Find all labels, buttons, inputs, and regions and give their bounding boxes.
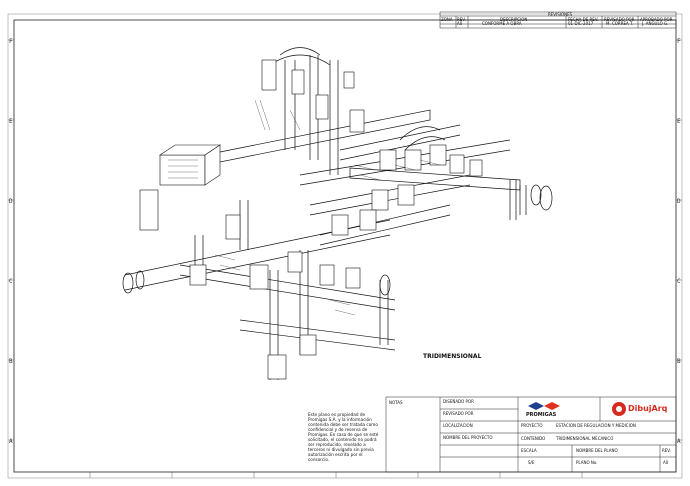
revisions-title: REVISIONES — [548, 12, 573, 17]
zone-label-a: A — [9, 438, 13, 445]
tb-rev-label: REV. — [662, 448, 671, 453]
rev-header-descripcion: DESCRIPCION — [500, 17, 528, 22]
rev-header-revisado: REVISADO POR — [604, 17, 635, 22]
tb-content-value: TRIDIMENSIONAL MECANICO — [556, 436, 614, 441]
tb-field-location: LOCALIZACION — [443, 423, 473, 428]
rev-row-rev: A0 — [457, 21, 463, 26]
rev-header-aprobado: APROBADO POR — [640, 17, 673, 22]
view-label: TRIDIMENSIONAL — [423, 353, 482, 360]
confidentiality-note: Este plano es propiedad de Promigas S.A.… — [308, 412, 379, 462]
zone-label-a-right: A — [677, 438, 681, 445]
tb-scale-value: S/E — [528, 460, 535, 465]
tb-sheet-label: NOMBRE DEL PLANO — [576, 448, 618, 453]
rev-row-fecha: 01-DIC-2017 — [568, 21, 594, 26]
tb-rev-value: A0 — [663, 460, 669, 465]
promigas-logo: PROMIGAS — [524, 400, 564, 420]
zone-label-d-right: D — [677, 198, 681, 205]
promigas-wordmark: PROMIGAS — [526, 412, 557, 418]
tb-field-project-name: NOMBRE DEL PROYECTO — [443, 435, 493, 440]
zone-label-b-right: B — [677, 358, 681, 365]
zone-label-c: C — [9, 278, 13, 285]
notes-label: NOTAS — [389, 400, 403, 405]
zone-label-f-right: F — [677, 38, 681, 45]
rev-row-aprobado: J. ANGULO G. — [642, 21, 669, 26]
tb-project-label: PROYECTO — [521, 423, 543, 428]
tb-field-reviewed: REVISADO POR — [443, 411, 474, 416]
tb-scale-label: ESCALA — [521, 448, 537, 453]
zone-label-e-right: E — [677, 118, 681, 125]
tb-project-value: ESTACION DE REGULACION Y MEDICION — [556, 423, 636, 428]
rev-row-revisado: M. CORREA T. — [606, 21, 634, 26]
rev-header-fecha: FECHA DE REV. — [568, 17, 599, 22]
rev-row-descripcion: CONFORME A OBRA — [482, 21, 522, 26]
zone-label-f: F — [9, 38, 13, 45]
tb-content-label: CONTENIDO — [521, 436, 546, 441]
tb-field-designed: DISEÑADO POR — [443, 399, 474, 404]
zone-label-b: B — [9, 358, 13, 365]
tb-drawing-no-label: PLANO No. — [576, 460, 598, 465]
rev-header-zona: ZONA — [441, 17, 453, 22]
zone-label-e: E — [9, 118, 13, 125]
zone-label-c-right: C — [677, 278, 681, 285]
dibujarq-logo: DibujArq — [610, 398, 670, 420]
zone-label-d: D — [9, 198, 13, 205]
rev-header-rev: REV. — [457, 17, 466, 22]
dibujarq-wordmark: DibujArq — [628, 404, 668, 413]
